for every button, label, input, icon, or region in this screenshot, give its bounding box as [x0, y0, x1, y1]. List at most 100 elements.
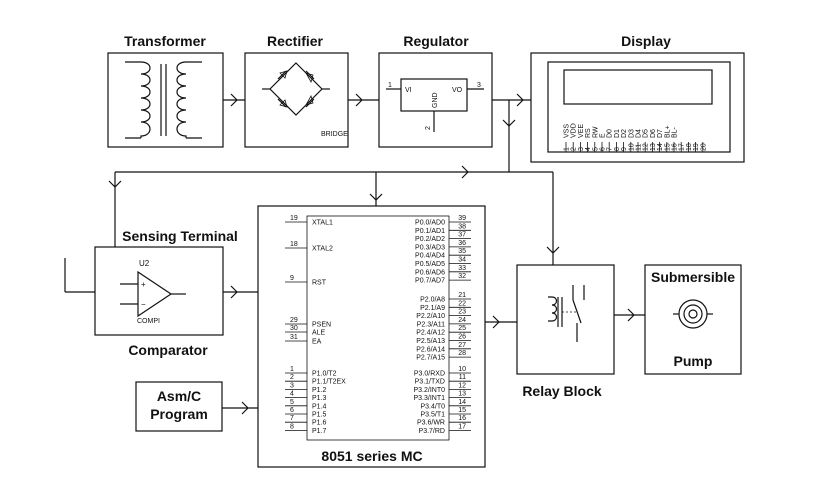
mcu-pin-name: P1.4: [312, 403, 327, 410]
mcu-pin-name: P2.0/A8: [420, 297, 445, 304]
mcu-block: 19XTAL118XTAL29RST29PSEN30ALE31EA1P1.0/T…: [257, 205, 486, 468]
pump-title-line1: Submersible: [651, 269, 735, 285]
mcu-pin-number: 37: [458, 232, 466, 239]
lcd-pin-name: BL+: [664, 125, 671, 138]
mcu-pin-name: P1.5: [312, 412, 327, 419]
comparator-icon: [120, 270, 186, 318]
lcd-pin-number: 19: [693, 143, 700, 151]
pump-block: Submersible Pump: [644, 264, 742, 375]
lcd-pin-name: D7: [657, 129, 664, 138]
mcu-pin-name: P3.7/RD: [419, 428, 445, 435]
mcu-pin-number: 28: [458, 350, 466, 357]
lcd-pin-number: 20: [700, 143, 707, 151]
mcu-pin-name: P2.5/A13: [416, 338, 445, 345]
lcd-pin-number: 1: [564, 147, 571, 151]
mcu-pin-name: P3.4/T0: [420, 403, 445, 410]
lcd-pin-name: D6: [650, 129, 657, 138]
mcu-pin-name: RST: [312, 280, 327, 287]
regulator-pin-in: 1: [388, 82, 392, 89]
mcu-pin-number: 8: [290, 423, 294, 430]
comparator-block: U2 + − COMPI: [64, 246, 224, 336]
mcu-pin-name: P1.2: [312, 387, 327, 394]
mcu-pin-name: P1.6: [312, 420, 327, 427]
mcu-pin-number: 3: [290, 382, 294, 389]
lcd-pin-name: VEE: [578, 124, 585, 138]
lcd-pin-number: 12: [643, 143, 650, 151]
lcd-pin-number: 14: [657, 143, 664, 151]
regulator-pin-gnd: 2: [425, 126, 432, 130]
mcu-pin-number: 31: [290, 334, 298, 341]
bridge-rectifier-icon: [262, 62, 330, 116]
mcu-pin-number: 19: [290, 215, 298, 222]
transformer-icon: [125, 61, 202, 139]
lcd-pin-name: BL-: [672, 126, 679, 138]
regulator-vo: VO: [452, 87, 463, 94]
mcu-pin-number: 2: [290, 374, 294, 381]
mcu-pin-name: P1.1/T2EX: [312, 379, 346, 386]
mcu-pin-number: 10: [458, 366, 466, 373]
lcd-pin-name: VDD: [571, 123, 578, 138]
regulator-title: Regulator: [403, 33, 469, 49]
mcu-pin-name: P0.7/AD7: [415, 278, 445, 285]
mcu-pin-number: 15: [458, 407, 466, 414]
mcu-pin-name: PSEN: [312, 322, 331, 329]
mcu-pin-number: 26: [458, 334, 466, 341]
motor-icon: [673, 299, 713, 329]
mcu-pin-name: P2.2/A10: [416, 313, 445, 320]
lcd-pin-name: RS: [585, 128, 592, 138]
lcd-pin-name: D2: [621, 129, 628, 138]
comparator-plus: +: [141, 280, 146, 289]
mcu-pin-number: 9: [290, 275, 294, 282]
regulator-pin-out: 3: [477, 82, 481, 89]
lcd-pin-number: 8: [614, 147, 621, 151]
lcd-pin-number: 2: [571, 147, 578, 151]
mcu-pin-number: 21: [458, 292, 466, 299]
mcu-pin-number: 17: [458, 423, 466, 430]
rectifier-block: BRIDGE: [244, 52, 349, 148]
mcu-pin-number: 32: [458, 273, 466, 280]
connections: [108, 93, 645, 415]
mcu-pin-number: 33: [458, 265, 466, 272]
lcd-pin-number: 10: [628, 143, 635, 151]
mcu-pin-name: P2.7/A15: [416, 355, 445, 362]
mcu-pin-name: P0.0/AD0: [415, 220, 445, 227]
regulator-vi: VI: [405, 87, 412, 94]
mcu-pin-number: 23: [458, 309, 466, 316]
mcu-pin-name: XTAL2: [312, 246, 333, 253]
mcu-pin-name: P3.3/INT1: [413, 395, 445, 402]
lcd-pin-number: 11: [636, 144, 643, 151]
mcu-pin-name: P3.5/T1: [420, 412, 445, 419]
lcd-pin-number: 7: [607, 147, 614, 151]
mcu-pin-name: P0.4/AD4: [415, 253, 445, 260]
lcd-pin-number: 3: [578, 147, 585, 151]
lcd-pin-number: 18: [686, 143, 693, 151]
mcu-pin-number: 6: [290, 407, 294, 414]
mcu-pin-number: 29: [290, 317, 298, 324]
lcd-pin-name: D5: [643, 129, 650, 138]
mcu-pin-number: 36: [458, 240, 466, 247]
lcd-pin-number: 15: [664, 143, 671, 151]
lcd-pin-name: D3: [628, 129, 635, 138]
transformer-block: [107, 52, 224, 148]
mcu-pin-number: 22: [458, 300, 466, 307]
mcu-pin-name: P2.1/A9: [420, 305, 445, 312]
mcu-pin-name: P2.3/A11: [417, 321, 445, 328]
sensing-terminal-title: Sensing Terminal: [122, 228, 238, 244]
pump-title-line2: Pump: [674, 353, 713, 369]
lcd-pin-name: D4: [636, 129, 643, 138]
mcu-pin-name: P2.6/A14: [416, 346, 445, 353]
relay-title: Relay Block: [522, 383, 602, 399]
relay-block: [516, 264, 615, 375]
mcu-pin-number: 30: [290, 325, 298, 332]
lcd-pin-number: 13: [650, 143, 657, 151]
lcd-pin-number: 9: [621, 147, 628, 151]
mcu-pin-number: 39: [458, 215, 466, 222]
lcd-pin-name: RW: [592, 126, 599, 138]
mcu-pin-name: P3.1/TXD: [415, 379, 445, 386]
lcd-pin-number: 4: [585, 147, 592, 151]
mcu-pin-number: 24: [458, 317, 466, 324]
lcd-screen: [563, 69, 713, 105]
mcu-pin-name: XTAL1: [312, 220, 333, 227]
lcd-pin-name: D0: [607, 129, 614, 138]
